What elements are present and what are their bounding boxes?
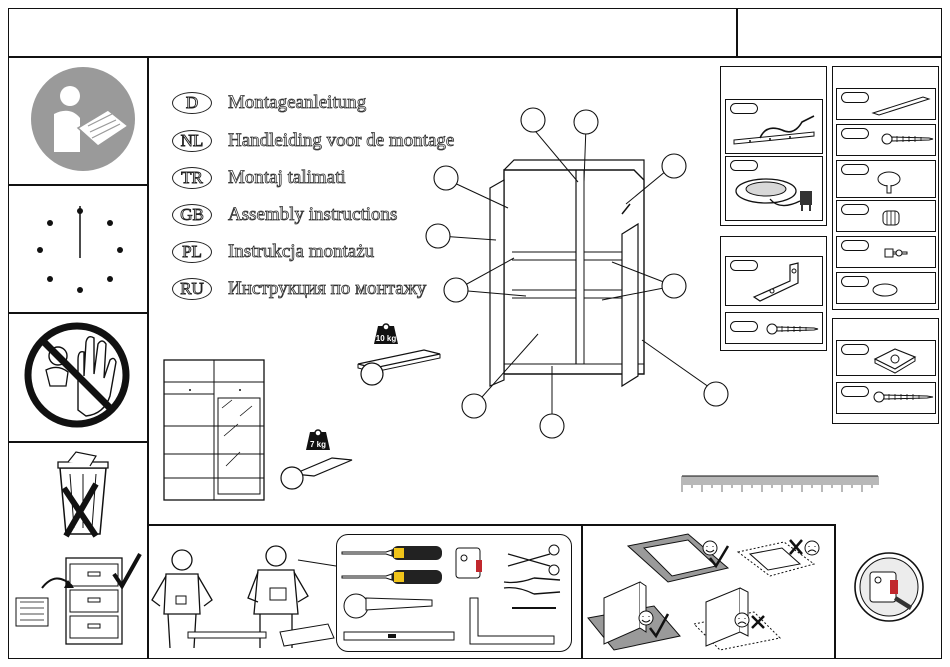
angle-bracket-icon [746,261,816,303]
part-glide [836,272,936,304]
cabinet-exploded-view [426,104,746,444]
clock-icon [30,200,130,300]
left-row-divider-1 [8,184,148,186]
two-workers-illustration [148,540,338,658]
part-hinge-template [725,99,823,154]
part-count-pill [730,321,758,332]
weight-panel-7kg: 7 kg [276,428,366,494]
part-lamp [725,156,823,221]
part-cam-bolt [836,236,936,268]
cabinet-front-view [160,356,268,504]
part-count-pill [730,103,758,114]
part-screw-long [836,124,936,156]
language-row-ru: RU Инструкция по монтажу [172,276,426,302]
cam-lock-icon [877,207,907,229]
weight-label-7kg: 7 kg [310,440,326,449]
part-cam-lock [836,200,936,232]
language-row-pl: PL Instrukcja montażu [172,239,374,265]
shelf-support-icon [871,343,921,375]
language-row-nl: NL Handleiding voor de montage [172,128,454,154]
floor-protection-illustration [584,528,834,656]
language-code-badge: RU [172,278,212,300]
language-row-gb: GB Assembly instructions [172,202,397,228]
language-label: Инструкция по монтажу [228,278,426,300]
part-screw-wood [836,382,936,414]
wall-plug-icon [852,550,926,624]
part-count-pill [730,160,758,171]
part-count-pill [841,204,869,215]
language-code-badge: TR [172,167,212,189]
tools-illustration [338,538,570,650]
part-count-pill [841,92,869,103]
language-label: Handleiding voor de montage [228,130,454,152]
bottom-divider-1 [581,524,583,659]
part-screw-small [725,312,823,344]
part-shelf-support [836,340,936,376]
language-label: Instrukcja montażu [228,241,374,263]
bottom-strip-divider [147,524,835,526]
cam-bolt-icon [881,243,911,263]
part-count-pill [841,344,869,355]
no-trash-icon [50,450,116,542]
screw-icon [873,389,935,405]
language-label: Montaj talimati [228,167,346,189]
part-count-pill [841,128,869,139]
lamp-icon [730,171,820,217]
part-count-pill [841,164,869,175]
screw-icon [766,321,820,337]
language-code-badge: GB [172,204,212,226]
weight-label-10kg: 10 kg [376,334,397,343]
part-count-pill [841,240,869,251]
left-row-divider-3 [8,441,148,443]
language-code-badge: D [172,92,212,114]
knob-icon [875,165,905,197]
language-code-badge: PL [172,241,212,263]
glide-icon [871,281,901,299]
part-angle-bracket [725,256,823,306]
file-cabinet-icon [14,548,144,648]
hinge-template-icon [730,114,820,150]
bottom-divider-2 [834,524,836,659]
language-label: Assembly instructions [228,204,397,226]
no-children-icon [22,320,132,430]
screw-icon [881,131,935,147]
header-code-divider [736,8,738,56]
language-code-badge: NL [172,130,212,152]
language-label: Montageanleitung [228,92,366,114]
dowel-icon [871,93,933,117]
part-dowel [836,88,936,120]
read-manual-icon [30,66,136,172]
measuring-ruler [680,472,880,492]
part-knob [836,160,936,198]
language-row-tr: TR Montaj talimati [172,165,346,191]
language-row-de: D Montageanleitung [172,90,366,116]
part-count-pill [841,386,869,397]
left-row-divider-2 [8,312,148,314]
part-count-pill [841,276,869,287]
